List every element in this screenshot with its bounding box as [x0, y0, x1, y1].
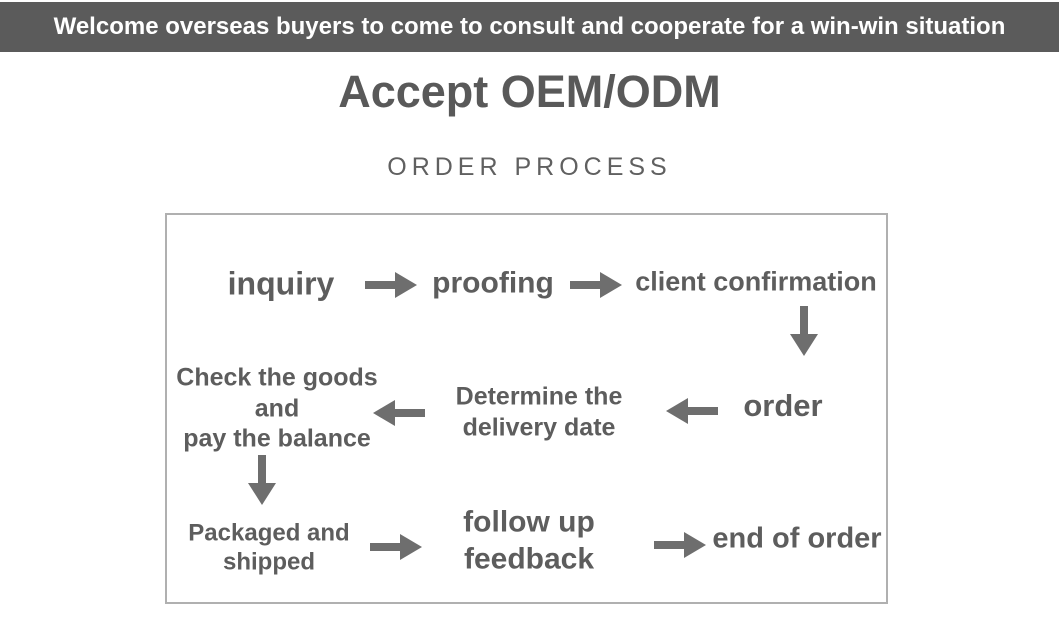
arrow-right-icon [365, 270, 417, 300]
banner: Welcome overseas buyers to come to consu… [0, 2, 1059, 52]
banner-text: Welcome overseas buyers to come to consu… [53, 13, 1006, 40]
flow-step-packaged-shipped: Packaged and shipped [188, 519, 350, 576]
flow-step-inquiry: inquiry [227, 265, 335, 302]
arrow-left-icon [666, 396, 718, 426]
section-subtitle: ORDER PROCESS [387, 153, 672, 181]
flow-step-determine-delivery-date: Determine the delivery date [455, 382, 623, 442]
arrow-down-icon [246, 455, 278, 505]
arrow-right-icon [570, 270, 622, 300]
flow-step-follow-up-feedback: follow up feedback [463, 505, 595, 575]
order-process-box: inquiry proofing client confirmation Che… [165, 213, 888, 604]
flow-step-order: order [743, 388, 823, 424]
arrow-right-icon [370, 532, 422, 562]
arrow-down-icon [788, 306, 820, 356]
flow-step-client-confirmation: client confirmation [635, 266, 877, 297]
page-title: Accept OEM/ODM [338, 66, 721, 117]
flow-step-end-of-order: end of order [712, 522, 882, 555]
flow-step-proofing: proofing [432, 266, 554, 300]
arrow-right-icon [654, 530, 706, 560]
arrow-left-icon [373, 398, 425, 428]
flow-step-check-goods-pay-balance: Check the goods and pay the balance [176, 363, 378, 453]
